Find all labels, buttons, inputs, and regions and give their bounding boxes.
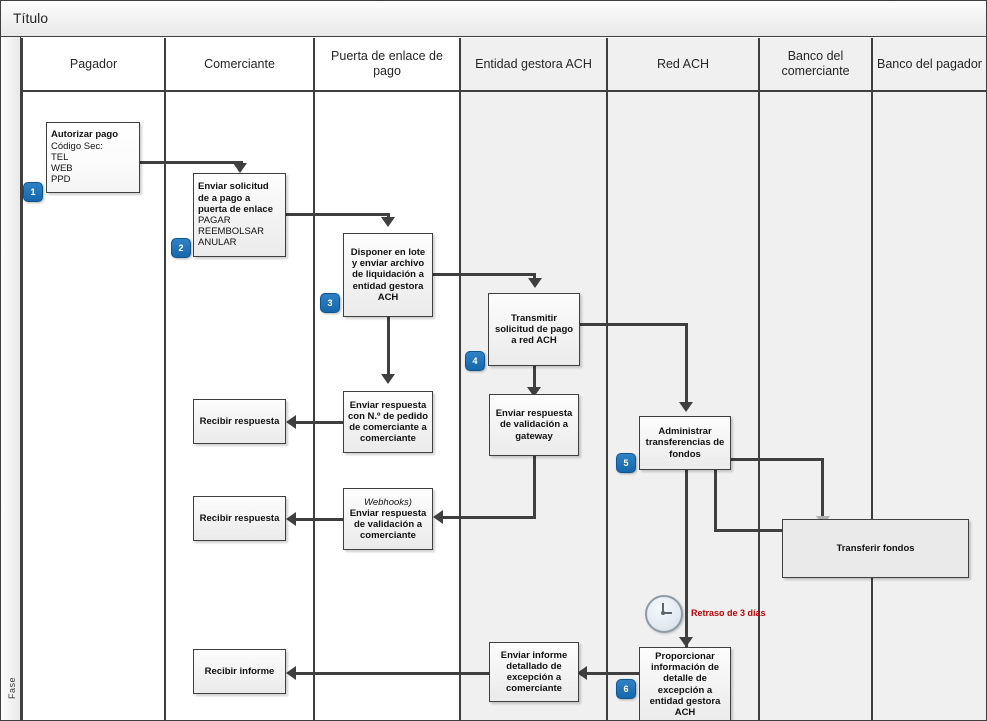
connector-webhook-resp2 [293, 518, 343, 521]
node-administrar-transferencias[interactable]: Administrar transferencias de fondos [639, 416, 731, 470]
lane-header-label: Banco del comerciante [781, 49, 850, 78]
node-title: Disponer en lote y enviar archivo de liq… [350, 246, 426, 303]
node-title: Administrar transferencias de fondos [645, 426, 725, 460]
arrowhead-n4-n5 [679, 402, 693, 412]
lane-header-red-ach: Red ACH [608, 38, 760, 92]
node-enviar-respuesta-pedido[interactable]: Enviar respuesta con N.º de pedido de co… [343, 391, 433, 453]
lane-body-puerta-enlace [315, 92, 461, 720]
lane-header-label: Pagador [69, 56, 118, 71]
connector-n3-pedido [387, 317, 390, 379]
node-title: Transmitir solicitud de pago a red ACH [494, 312, 574, 347]
connector-n1-n2 [139, 161, 243, 164]
node-title: Recibir respuesta [199, 512, 280, 524]
arrowhead-n2-n3 [381, 217, 395, 227]
lane-header-label: Entidad gestora ACH [475, 56, 592, 71]
diagram-title-bar: Título [1, 1, 986, 37]
node-option: WEB [51, 163, 73, 175]
node-title: Enviar respuesta de validación a gateway [495, 408, 573, 442]
page-title: Título [13, 10, 49, 26]
arrowhead-n5-n6 [679, 637, 693, 647]
node-option: ANULAR [198, 237, 237, 249]
lane-header-label: Comerciante [204, 56, 275, 71]
phase-label: Fase [7, 677, 17, 700]
arrowhead-webhook-resp2 [286, 512, 296, 526]
lane-header-label: Red ACH [656, 56, 710, 71]
clock-icon [645, 595, 683, 633]
node-title: Proporcionar información de detalle de e… [649, 650, 721, 718]
node-option: PAGAR [198, 215, 231, 226]
step-badge-4: 4 [465, 351, 485, 371]
connector-n5-transferir-drop [821, 458, 824, 526]
node-title: Enviar respuesta de validación a comerci… [349, 507, 427, 542]
node-title: Enviar respuesta con N.º de pedido de co… [348, 399, 428, 445]
step-badge-2: 2 [171, 238, 191, 258]
step-badge-1: 1 [23, 182, 43, 202]
lane-body-entidad-gestora [461, 92, 608, 720]
step-badge-5: 5 [616, 453, 636, 473]
node-title: Recibir respuesta [199, 415, 280, 427]
connector-n2-n3 [286, 213, 390, 216]
node-enviar-informe-detallado[interactable]: Enviar informe detallado de excepción a … [489, 642, 579, 702]
lane-header-banco-comerciante: Banco del comerciante [760, 38, 873, 92]
connector-pedido-resp1 [293, 421, 343, 424]
node-subtitle: Código Sec: [51, 140, 103, 152]
node-option: PPD [51, 174, 71, 186]
connector-valgw-webhook [533, 456, 536, 518]
node-transmitir-solicitud[interactable]: Transmitir solicitud de pago a red ACH [488, 293, 580, 366]
lane-header-label: Puerta de enlace de pago [331, 49, 443, 78]
node-recibir-respuesta-2[interactable]: Recibir respuesta [193, 496, 286, 541]
lane-header-comerciante: Comerciante [166, 38, 315, 92]
connector-n4-n5 [580, 323, 688, 326]
arrowhead-valgw-webhook [433, 510, 443, 524]
node-transferir-fondos[interactable]: Transferir fondos [782, 519, 969, 578]
arrowhead-n1-n2 [233, 163, 247, 173]
arrowhead-informe-recibir [286, 666, 296, 680]
node-enviar-respuesta-validacion-gateway[interactable]: Enviar respuesta de validación a gateway [489, 394, 579, 456]
delay-label: Retraso de 3 días [691, 608, 766, 618]
node-title: Recibir informe [204, 665, 275, 677]
arrowhead-n3-pedido [381, 374, 395, 384]
node-webhook-respuesta-validacion[interactable]: Webhooks) Enviar respuesta de validación… [343, 488, 433, 550]
node-italic-label: Webhooks) [364, 496, 412, 508]
connector-n5-n6 [685, 470, 688, 647]
lane-body-comerciante [166, 92, 315, 720]
node-disponer-lote[interactable]: Disponer en lote y enviar archivo de liq… [343, 233, 433, 317]
node-recibir-informe[interactable]: Recibir informe [193, 649, 286, 694]
lane-body-pagador [21, 92, 166, 720]
step-badge-3: 3 [320, 293, 340, 313]
connector-n4-n5-drop [685, 323, 688, 407]
node-autorizar-pago[interactable]: Autorizar pago Código Sec: TEL WEB PPD [46, 122, 140, 193]
lane-header-banco-pagador: Banco del pagador [873, 38, 986, 92]
lane-header-label: Banco del pagador [877, 56, 982, 71]
arrowhead-n4-valgw [527, 387, 541, 397]
node-proporcionar-informacion[interactable]: Proporcionar información de detalle de e… [639, 647, 731, 720]
node-recibir-respuesta-1[interactable]: Recibir respuesta [193, 399, 286, 444]
node-title: Enviar informe detallado de excepción a … [500, 649, 568, 695]
node-option: REEMBOLSAR [198, 226, 264, 238]
lane-body-banco-pagador [873, 92, 986, 720]
connector-transferir-n5 [714, 529, 786, 532]
connector-n6-stub [609, 672, 639, 675]
connector-transferir-n5-rise [714, 464, 717, 532]
node-title: Transferir fondos [836, 542, 915, 554]
node-option: TEL [51, 151, 69, 163]
lane-header-pagador: Pagador [21, 38, 166, 92]
step-badge-6: 6 [616, 679, 636, 699]
lane-header-entidad-gestora: Entidad gestora ACH [461, 38, 608, 92]
arrowhead-n3-n4 [528, 278, 542, 288]
connector-n4-valgw [533, 366, 536, 394]
connector-n5-transferir [731, 458, 824, 461]
arrowhead-n6-informe [577, 666, 587, 680]
connector-valgw-webhook-h [441, 516, 536, 519]
node-title: Autorizar pago [51, 129, 119, 141]
phase-band: Fase [2, 37, 21, 720]
node-enviar-solicitud-pago[interactable]: Enviar solicitud de a pago a puerta de e… [193, 173, 286, 257]
connector-informe-recibir [293, 672, 489, 675]
arrowhead-pedido-resp1 [286, 415, 296, 429]
lane-header-puerta-enlace: Puerta de enlace de pago [315, 38, 461, 92]
lane-body-banco-comerciante [760, 92, 873, 720]
connector-n3-n4 [433, 273, 536, 276]
node-title: Enviar solicitud de a pago a puerta de e… [198, 181, 273, 215]
